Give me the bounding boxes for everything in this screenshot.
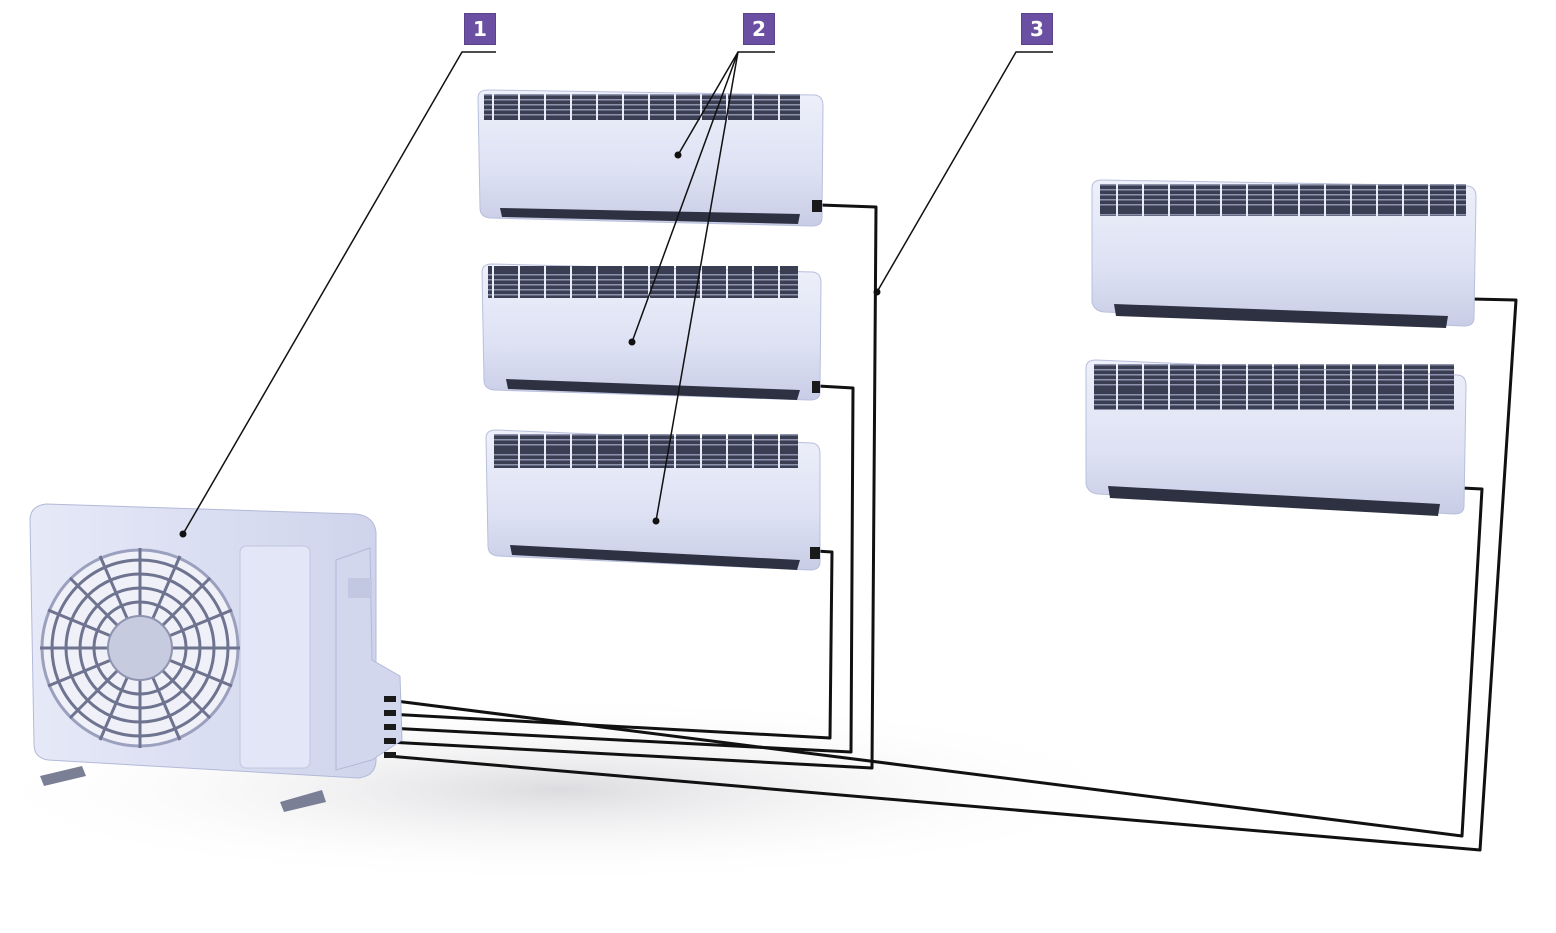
- callout-badge-3: 3: [1021, 13, 1053, 45]
- leader-dot-2c: [652, 517, 660, 525]
- leader-line-3: [876, 51, 1053, 293]
- indoor-unit-3: [485, 429, 821, 571]
- outdoor-unit-foot-left: [40, 766, 86, 786]
- callout-badge-1: 1: [464, 13, 496, 45]
- pipe-to-unit-5: [387, 486, 1484, 838]
- pipe-to-unit-4: [387, 297, 1518, 852]
- leader-line-2c: [655, 51, 739, 522]
- indoor-unit-2: [481, 263, 822, 401]
- outdoor-unit-foot-right: [280, 790, 326, 812]
- fan-hub: [107, 615, 173, 681]
- refrigerant-lines: [387, 203, 1518, 852]
- pipe-to-unit-1: [387, 203, 878, 770]
- leader-lines: [182, 51, 1053, 535]
- leader-dots: [179, 151, 881, 538]
- pipe-connectors: [384, 696, 396, 758]
- leader-dot-1: [179, 530, 187, 538]
- pipe-to-unit-3: [387, 549, 834, 740]
- leader-dot-3: [873, 288, 881, 296]
- callout-badge-2: 2: [743, 13, 775, 45]
- leader-line-1: [182, 51, 496, 535]
- pipe-to-unit-2: [387, 384, 855, 754]
- leader-dot-2b: [628, 338, 636, 346]
- indoor-unit-5: [1085, 359, 1467, 516]
- indoor-unit-1: [477, 89, 824, 227]
- leader-line-2b: [631, 51, 739, 343]
- leader-dot-2a: [674, 151, 682, 159]
- outdoor-unit: [29, 503, 403, 812]
- indoor-unit-4: [1091, 179, 1477, 328]
